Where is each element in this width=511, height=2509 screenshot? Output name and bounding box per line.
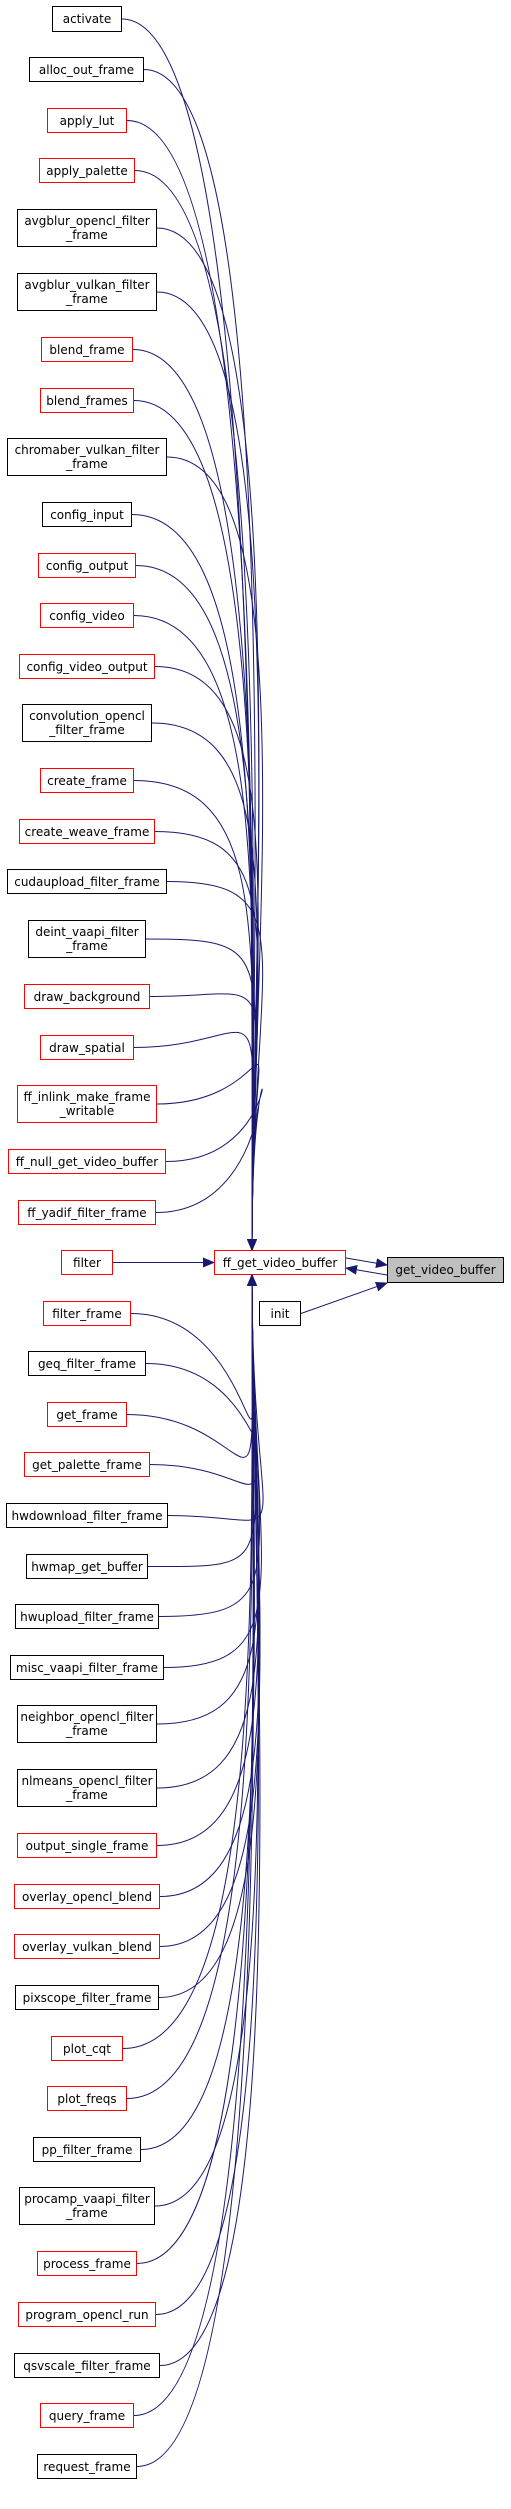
node-neighbor-opencl-filter-frame[interactable]: neighbor_opencl_filter _frame xyxy=(17,1705,157,1743)
node-process-frame[interactable]: process_frame xyxy=(37,2251,137,2276)
node-draw-background[interactable]: draw_background xyxy=(24,984,150,1009)
node-init[interactable]: init xyxy=(259,1301,301,1326)
node-procamp-vaapi-filter-frame[interactable]: procamp_vaapi_filter _frame xyxy=(19,2187,155,2225)
node-geq-filter-frame[interactable]: geq_filter_frame xyxy=(28,1351,146,1376)
node-plot-freqs[interactable]: plot_freqs xyxy=(47,2086,127,2111)
node-config-input[interactable]: config_input xyxy=(42,502,132,527)
node-output-single-frame[interactable]: output_single_frame xyxy=(17,1833,157,1858)
node-filter[interactable]: filter xyxy=(61,1250,113,1275)
node-convolution-opencl-filter-frame[interactable]: convolution_opencl _filter_frame xyxy=(22,704,152,742)
node-activate[interactable]: activate xyxy=(52,6,122,32)
edge-get-palette-frame-to-ff-get-video-buffer xyxy=(149,1274,258,1485)
node-get-video-buffer: get_video_buffer xyxy=(387,1257,504,1283)
node-get-palette-frame[interactable]: get_palette_frame xyxy=(24,1452,150,1477)
edge-get-video-buffer-to-ff-get-video-buffer xyxy=(345,1264,388,1276)
node-config-output[interactable]: config_output xyxy=(38,553,136,578)
node-blend-frame[interactable]: blend_frame xyxy=(41,337,133,362)
node-ff-yadif-filter-frame[interactable]: ff_yadif_filter_frame xyxy=(18,1200,156,1225)
node-blend-frames[interactable]: blend_frames xyxy=(40,388,134,413)
node-chromaber-vulkan-filter-frame[interactable]: chromaber_vulkan_filter _frame xyxy=(7,438,167,476)
edge-draw-background-to-ff-get-video-buffer xyxy=(149,993,258,1251)
edge-pp-filter-frame-to-ff-get-video-buffer xyxy=(140,1274,258,2150)
edge-config-video-output-to-ff-get-video-buffer xyxy=(154,666,259,1251)
edge-overlay-opencl-blend-to-ff-get-video-buffer xyxy=(159,1274,261,1897)
edge-hwdownload-filter-frame-to-ff-get-video-buffer xyxy=(167,1274,264,1521)
edge-init-to-get-video-buffer xyxy=(300,1281,388,1314)
edge-cudaupload-filter-frame-to-ff-get-video-buffer xyxy=(166,881,264,1251)
node-hwdownload-filter-frame[interactable]: hwdownload_filter_frame xyxy=(6,1503,168,1528)
edge-avgblur-vulkan-filter-frame-to-ff-get-video-buffer xyxy=(156,291,260,1251)
node-config-video-output[interactable]: config_video_output xyxy=(19,654,155,679)
edge-neighbor-opencl-filter-frame-to-ff-get-video-buffer xyxy=(156,1274,260,1725)
node-overlay-opencl-blend[interactable]: overlay_opencl_blend xyxy=(14,1884,160,1909)
node-apply-palette[interactable]: apply_palette xyxy=(39,158,135,183)
node-ff-get-video-buffer[interactable]: ff_get_video_buffer xyxy=(214,1250,346,1275)
edge-avgblur-opencl-filter-frame-to-ff-get-video-buffer xyxy=(156,227,260,1251)
edge-alloc-out-frame-to-ff-get-video-buffer xyxy=(143,69,258,1251)
node-hwmap-get-buffer[interactable]: hwmap_get_buffer xyxy=(26,1554,148,1579)
edge-create-weave-frame-to-ff-get-video-buffer xyxy=(154,831,259,1251)
edge-ff-null-get-video-buffer-to-ff-get-video-buffer xyxy=(165,1088,263,1251)
edge-nlmeans-opencl-filter-frame-to-ff-get-video-buffer xyxy=(156,1274,260,1789)
edge-create-frame-to-ff-get-video-buffer xyxy=(133,780,258,1251)
node-create-frame[interactable]: create_frame xyxy=(40,768,134,793)
node-cudaupload-filter-frame[interactable]: cudaupload_filter_frame xyxy=(7,869,167,894)
node-alloc-out-frame[interactable]: alloc_out_frame xyxy=(29,57,144,82)
node-program-opencl-run[interactable]: program_opencl_run xyxy=(18,2302,156,2327)
node-request-frame[interactable]: request_frame xyxy=(37,2454,137,2479)
edge-geq-filter-frame-to-ff-get-video-buffer xyxy=(145,1274,258,1437)
node-hwupload-filter-frame[interactable]: hwupload_filter_frame xyxy=(15,1604,159,1629)
node-get-frame[interactable]: get_frame xyxy=(47,1402,127,1427)
edge-request-frame-to-ff-get-video-buffer xyxy=(136,1274,258,2467)
node-misc-vaapi-filter-frame[interactable]: misc_vaapi_filter_frame xyxy=(10,1655,164,1680)
node-apply-lut[interactable]: apply_lut xyxy=(47,108,127,133)
edge-ff-get-video-buffer-to-get-video-buffer xyxy=(345,1257,388,1269)
edge-qsvscale-filter-frame-to-ff-get-video-buffer xyxy=(159,1274,261,2366)
edge-overlay-vulkan-blend-to-ff-get-video-buffer xyxy=(159,1274,261,1947)
node-qsvscale-filter-frame[interactable]: qsvscale_filter_frame xyxy=(14,2353,160,2378)
node-create-weave-frame[interactable]: create_weave_frame xyxy=(19,819,155,844)
node-plot-cqt[interactable]: plot_cqt xyxy=(51,2036,123,2061)
node-avgblur-vulkan-filter-frame[interactable]: avgblur_vulkan_filter _frame xyxy=(17,273,157,311)
edge-plot-freqs-to-ff-get-video-buffer xyxy=(126,1274,258,2099)
node-nlmeans-opencl-filter-frame[interactable]: nlmeans_opencl_filter _frame xyxy=(17,1769,157,1807)
node-pixscope-filter-frame[interactable]: pixscope_filter_frame xyxy=(15,1985,159,2010)
edge-ff-yadif-filter-frame-to-ff-get-video-buffer xyxy=(155,1105,260,1251)
edge-ff-inlink-make-frame-writable-to-ff-get-video-buffer xyxy=(156,1064,260,1251)
node-deint-vaapi-filter-frame[interactable]: deint_vaapi_filter _frame xyxy=(28,920,146,958)
node-ff-null-get-video-buffer[interactable]: ff_null_get_video_buffer xyxy=(8,1149,166,1174)
edge-draw-spatial-to-ff-get-video-buffer xyxy=(133,1031,258,1251)
node-query-frame[interactable]: query_frame xyxy=(40,2403,134,2428)
node-config-video[interactable]: config_video xyxy=(40,603,134,628)
node-overlay-vulkan-blend[interactable]: overlay_vulkan_blend xyxy=(14,1934,160,1959)
node-avgblur-opencl-filter-frame[interactable]: avgblur_opencl_filter _frame xyxy=(17,209,157,247)
node-ff-inlink-make-frame-writable[interactable]: ff_inlink_make_frame _writable xyxy=(17,1085,157,1123)
edge-activate-to-ff-get-video-buffer xyxy=(121,18,258,1251)
node-draw-spatial[interactable]: draw_spatial xyxy=(40,1035,134,1060)
edge-misc-vaapi-filter-frame-to-ff-get-video-buffer xyxy=(163,1274,262,1668)
edge-output-single-frame-to-ff-get-video-buffer xyxy=(156,1274,260,1846)
node-filter-frame[interactable]: filter_frame xyxy=(43,1301,131,1326)
edge-program-opencl-run-to-ff-get-video-buffer xyxy=(155,1274,260,2315)
node-pp-filter-frame[interactable]: pp_filter_frame xyxy=(33,2137,141,2162)
edge-deint-vaapi-filter-frame-to-ff-get-video-buffer xyxy=(145,938,258,1251)
edge-filter-frame-to-ff-get-video-buffer xyxy=(130,1274,258,1420)
edge-convolution-opencl-filter-frame-to-ff-get-video-buffer xyxy=(151,722,258,1251)
